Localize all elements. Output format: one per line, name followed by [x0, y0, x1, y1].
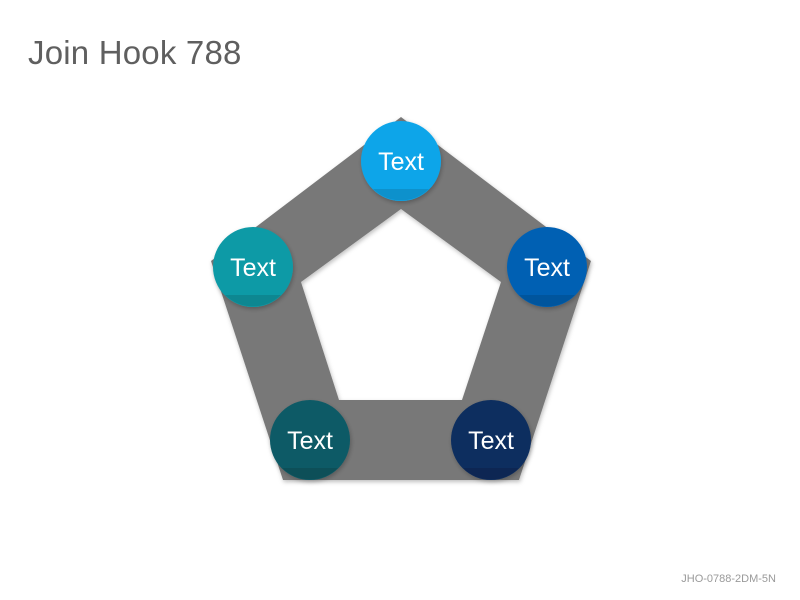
cycle-node-1-label: Text	[378, 148, 424, 176]
cycle-node-3-shade	[463, 468, 519, 480]
cycle-node-1[interactable]: Text	[361, 121, 441, 201]
pentagon-band	[211, 117, 591, 480]
cycle-node-4-shade	[282, 468, 338, 480]
cycle-node-4-circle	[270, 400, 350, 480]
cycle-node-4-label: Text	[287, 427, 333, 455]
cycle-node-2-circle	[507, 227, 587, 307]
cycle-node-4[interactable]: Text	[270, 400, 350, 480]
cycle-node-3[interactable]: Text	[451, 400, 531, 480]
footer-code: JHO-0788-2DM-5N	[681, 573, 776, 585]
cycle-node-3-label: Text	[468, 427, 514, 455]
cycle-node-5-circle	[213, 227, 293, 307]
cycle-node-5[interactable]: Text	[213, 227, 293, 307]
page-title: Join Hook 788	[28, 34, 242, 71]
cycle-node-2-label: Text	[524, 254, 570, 282]
cycle-node-3-circle	[451, 400, 531, 480]
cycle-node-5-label: Text	[230, 254, 276, 282]
cycle-node-2-shade	[519, 295, 575, 307]
cycle-node-2[interactable]: Text	[507, 227, 587, 307]
cycle-node-1-circle	[361, 121, 441, 201]
cycle-node-5-shade	[225, 295, 281, 307]
cycle-node-1-shade	[373, 189, 429, 201]
